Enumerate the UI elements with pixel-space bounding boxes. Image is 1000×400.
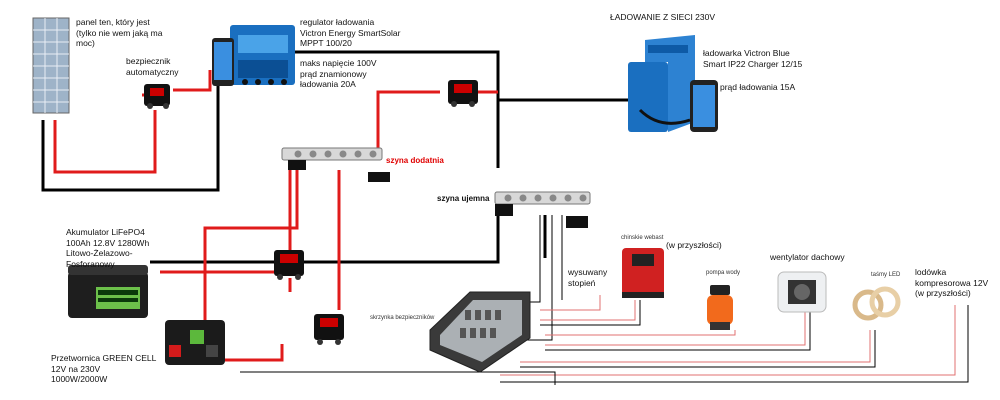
led-strips: [852, 286, 901, 321]
positive-bus-label: szyna dodatnia: [386, 156, 444, 165]
solar-panel-label: panel ten, który jest (tylko nie wem jak…: [76, 17, 163, 48]
breaker-charger: [448, 80, 478, 107]
positive-wires: [53, 70, 498, 362]
inverter-label: Przetwornica GREEN CELL 12V na 230V 1000…: [51, 353, 157, 384]
fuse-box: [429, 291, 531, 373]
mains-charging-label: ŁADOWANIE Z SIECI 230V: [610, 12, 716, 22]
roof-fan: [777, 271, 827, 313]
water-pump: [707, 285, 733, 330]
solar-panel: [32, 17, 70, 114]
led-label: taśmy LED: [871, 272, 901, 278]
heater-future-label: (w przyszłości): [666, 240, 722, 250]
mppt-regulator: [212, 25, 295, 86]
breaker-auto-label: bezpiecznik automatyczny: [126, 56, 179, 77]
regulator-specs-label: maks napięcie 100V prąd znamionowy ładow…: [300, 58, 377, 89]
breaker-battery: [274, 250, 304, 280]
fan-label: wentylator dachowy: [770, 252, 845, 262]
fridge-label: lodówka kompresorowa 12V (w przyszłości): [915, 267, 989, 298]
negative-busbar: [494, 191, 591, 228]
battery-label: Akumulator LiFePO4 100Ah 12.8V 1280Wh Li…: [66, 227, 150, 269]
victron-charger: [628, 35, 718, 132]
positive-busbar: [281, 147, 390, 182]
heater-label: chinskie webast: [621, 235, 664, 241]
thin-load-wires: [240, 215, 969, 385]
breaker-solar: [144, 84, 170, 109]
charger-current-label: prąd ładowania 15A: [720, 82, 796, 92]
heater: [622, 248, 664, 298]
battery: [68, 265, 148, 318]
regulator-label: regulator ładowania Victron Energy Smart…: [300, 17, 401, 48]
inverter: [165, 320, 225, 365]
fuse-box-label: skrzynka bezpieczników: [370, 315, 435, 321]
pump-label: pompa wody: [706, 270, 741, 276]
charger-label: ładowarka Victron Blue Smart IP22 Charge…: [703, 48, 803, 69]
step-label: wysuwany stopień: [568, 267, 608, 288]
breaker-fusebox: [314, 314, 344, 345]
negative-bus-label: szyna ujemna: [437, 194, 490, 203]
